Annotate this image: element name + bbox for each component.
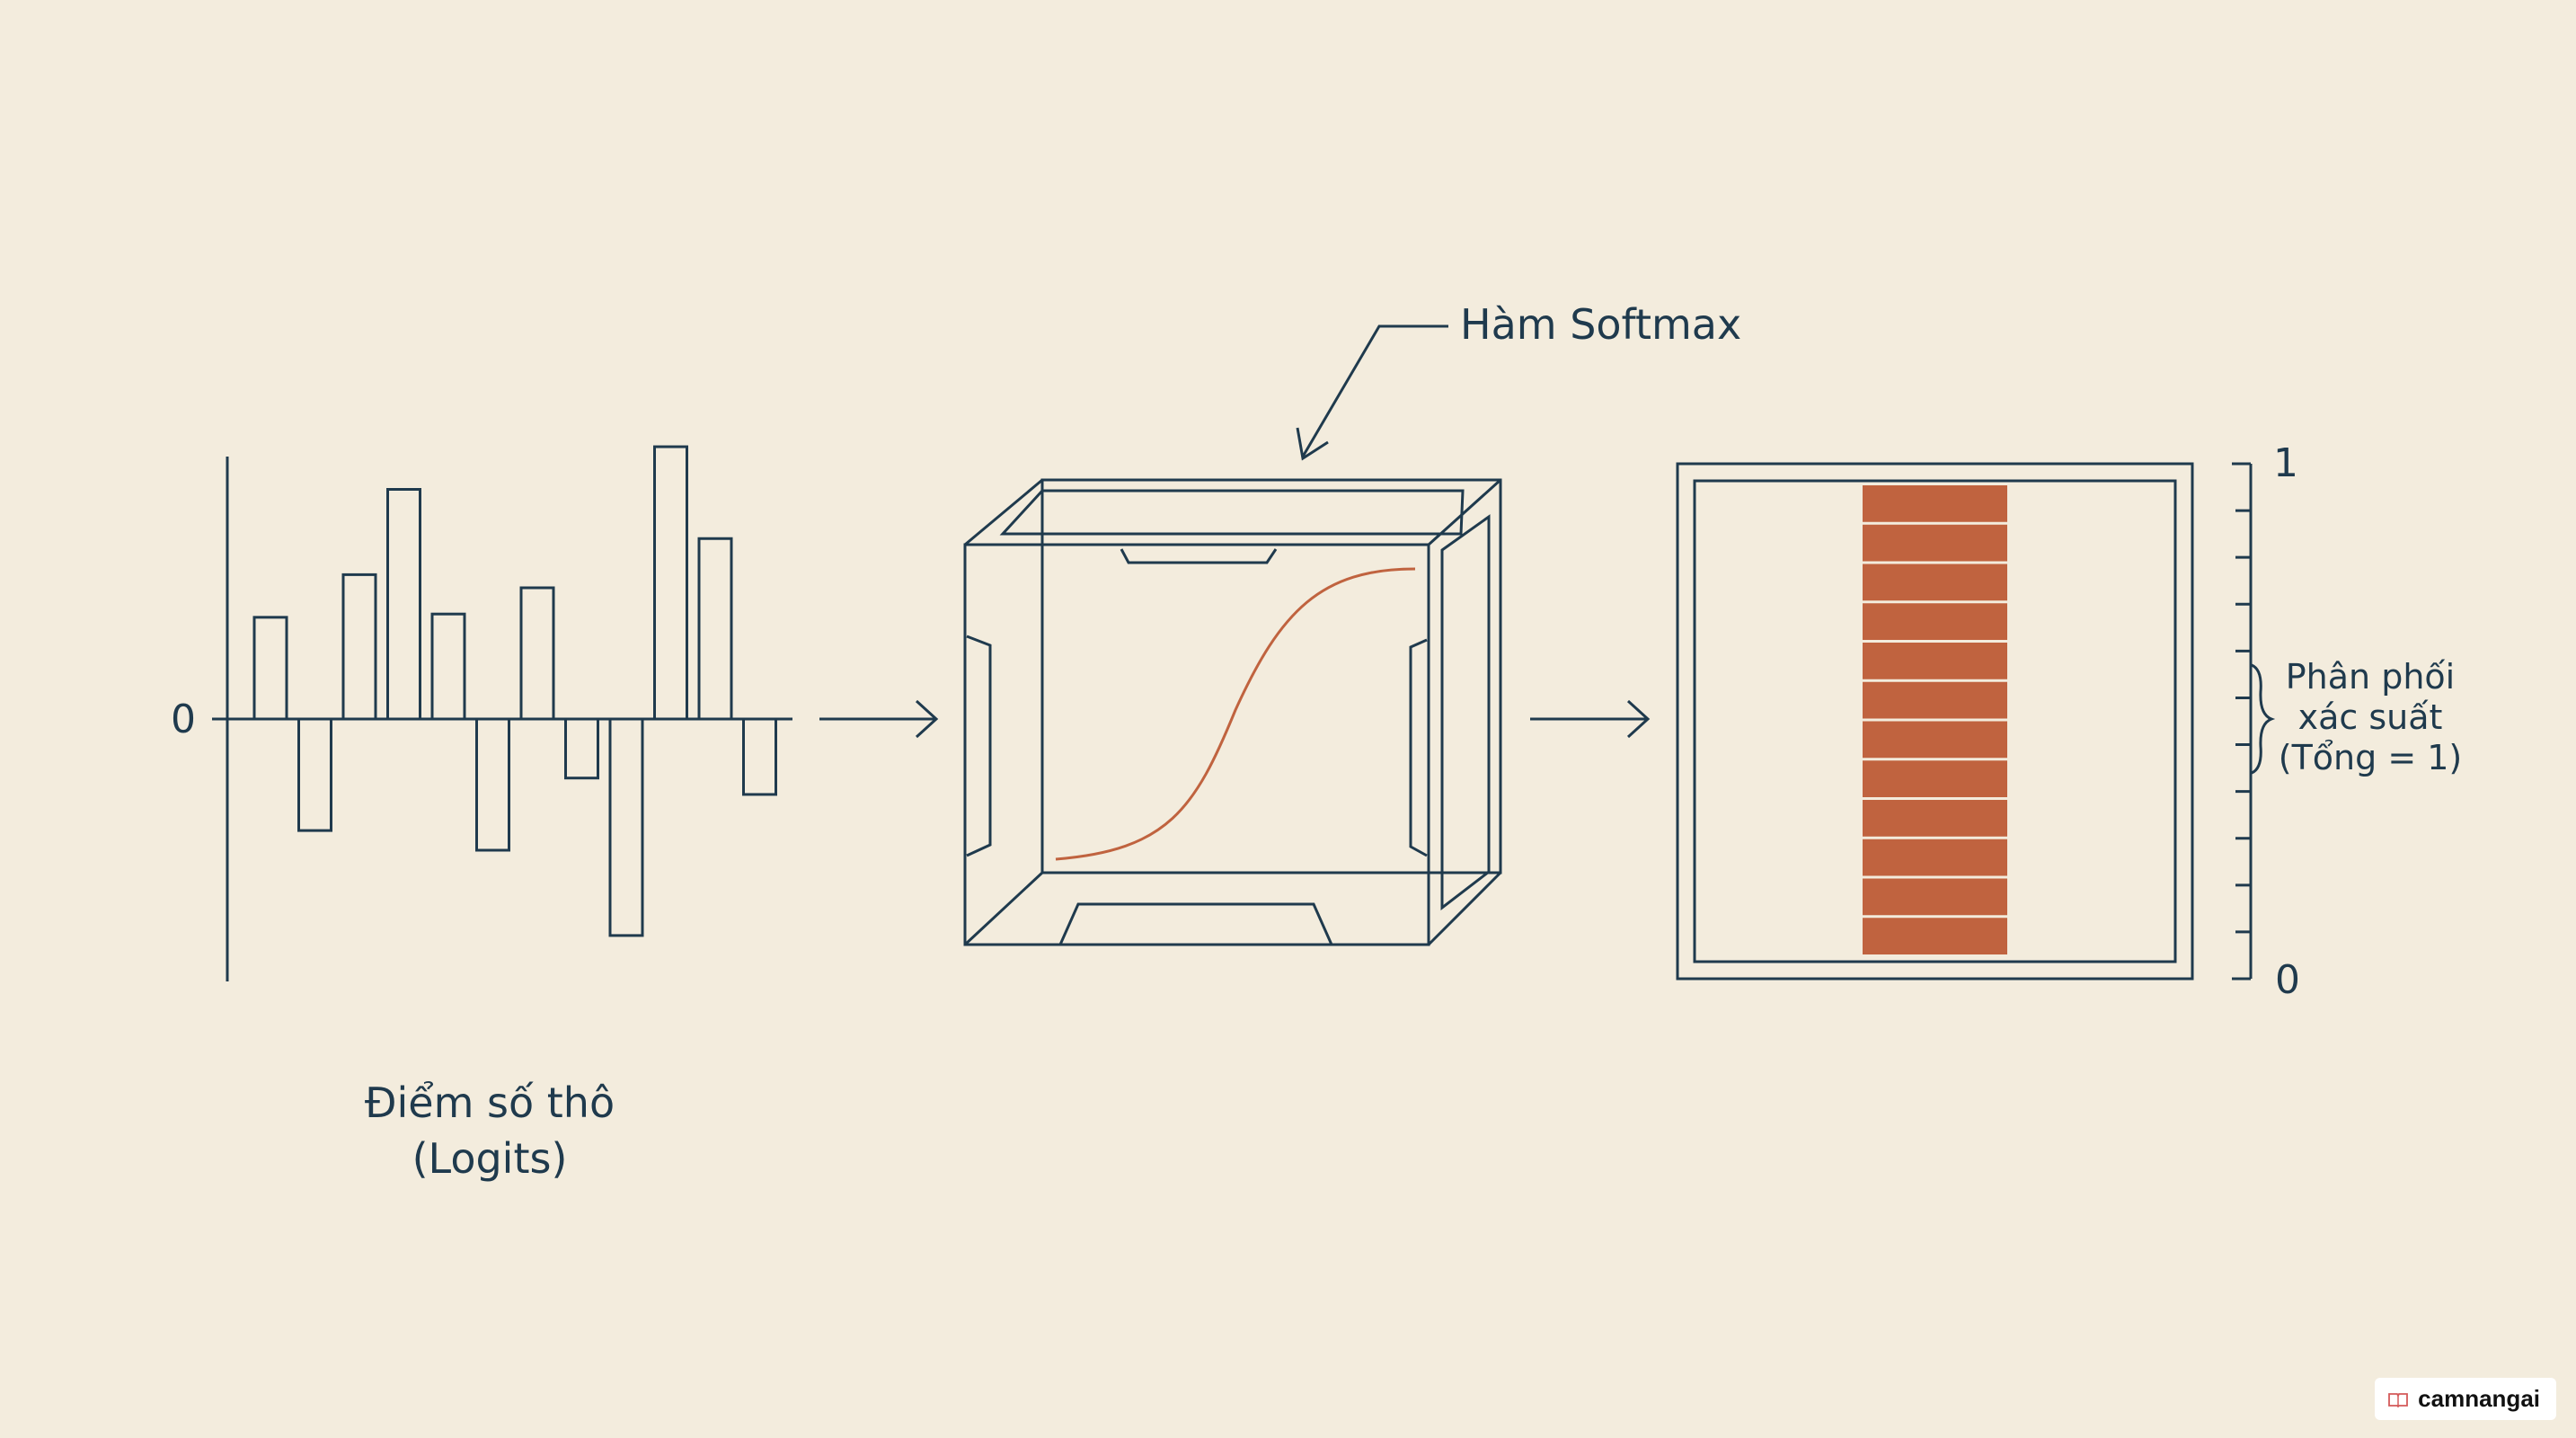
logit-bar — [564, 717, 599, 780]
probability-segment — [1863, 643, 2007, 679]
softmax-label: Hàm Softmax — [1460, 300, 1741, 349]
probability-segment — [1863, 760, 2007, 797]
probability-segment — [1863, 918, 2007, 954]
book-icon — [2388, 1392, 2409, 1407]
distribution-label-line1: Phân phối — [2286, 657, 2455, 697]
watermark: camnangai — [2375, 1378, 2556, 1420]
logit-bar — [430, 612, 466, 721]
arrow-logits-to-softmax — [819, 699, 939, 739]
probability-segment — [1863, 485, 2007, 522]
probability-segment — [1863, 800, 2007, 837]
probability-segment — [1863, 839, 2007, 876]
logit-bar — [475, 717, 510, 852]
arrow-softmax-to-distribution — [1530, 699, 1651, 739]
logits-panel: 0 Điểm số thô (Logits) — [171, 445, 792, 1183]
distribution-outer-frame — [1676, 462, 2194, 981]
watermark-text: camnangai — [2418, 1385, 2540, 1412]
probability-segment — [1863, 564, 2007, 601]
distribution-inner-frame — [1693, 479, 2177, 963]
logit-bar — [297, 717, 332, 832]
distribution-panel: 1 0 Phân phối xác suất (Tổng = 1) — [1676, 440, 2463, 1003]
logit-bar — [742, 717, 777, 796]
softmax-box — [963, 478, 1502, 946]
logit-bars — [252, 445, 777, 937]
logit-bar — [608, 717, 644, 937]
probability-stack — [1863, 485, 2007, 954]
distribution-label-line2: xác suất — [2298, 697, 2443, 737]
scale-bottom-label: 0 — [2275, 957, 2300, 1003]
brace — [2251, 663, 2276, 775]
softmax-pointer — [1296, 324, 1448, 461]
probability-segment — [1863, 524, 2007, 562]
logit-bar — [653, 445, 688, 721]
logits-caption-line1: Điểm số thô — [365, 1078, 615, 1127]
logit-bar — [386, 488, 421, 721]
probability-segment — [1863, 878, 2007, 916]
sigmoid-curve — [1055, 567, 1416, 861]
probability-segment — [1863, 721, 2007, 759]
probability-segment — [1863, 603, 2007, 640]
probability-scale-ticks — [2232, 462, 2251, 981]
logit-bar — [341, 573, 377, 721]
logit-bar — [697, 537, 733, 721]
logits-zero-label: 0 — [171, 697, 196, 742]
logits-caption-line2: (Logits) — [412, 1134, 568, 1183]
distribution-label-line3: (Tổng = 1) — [2279, 738, 2463, 777]
scale-top-label: 1 — [2273, 440, 2298, 486]
logit-bar — [252, 616, 288, 721]
probability-segment — [1863, 681, 2007, 719]
logit-bar — [519, 586, 555, 721]
